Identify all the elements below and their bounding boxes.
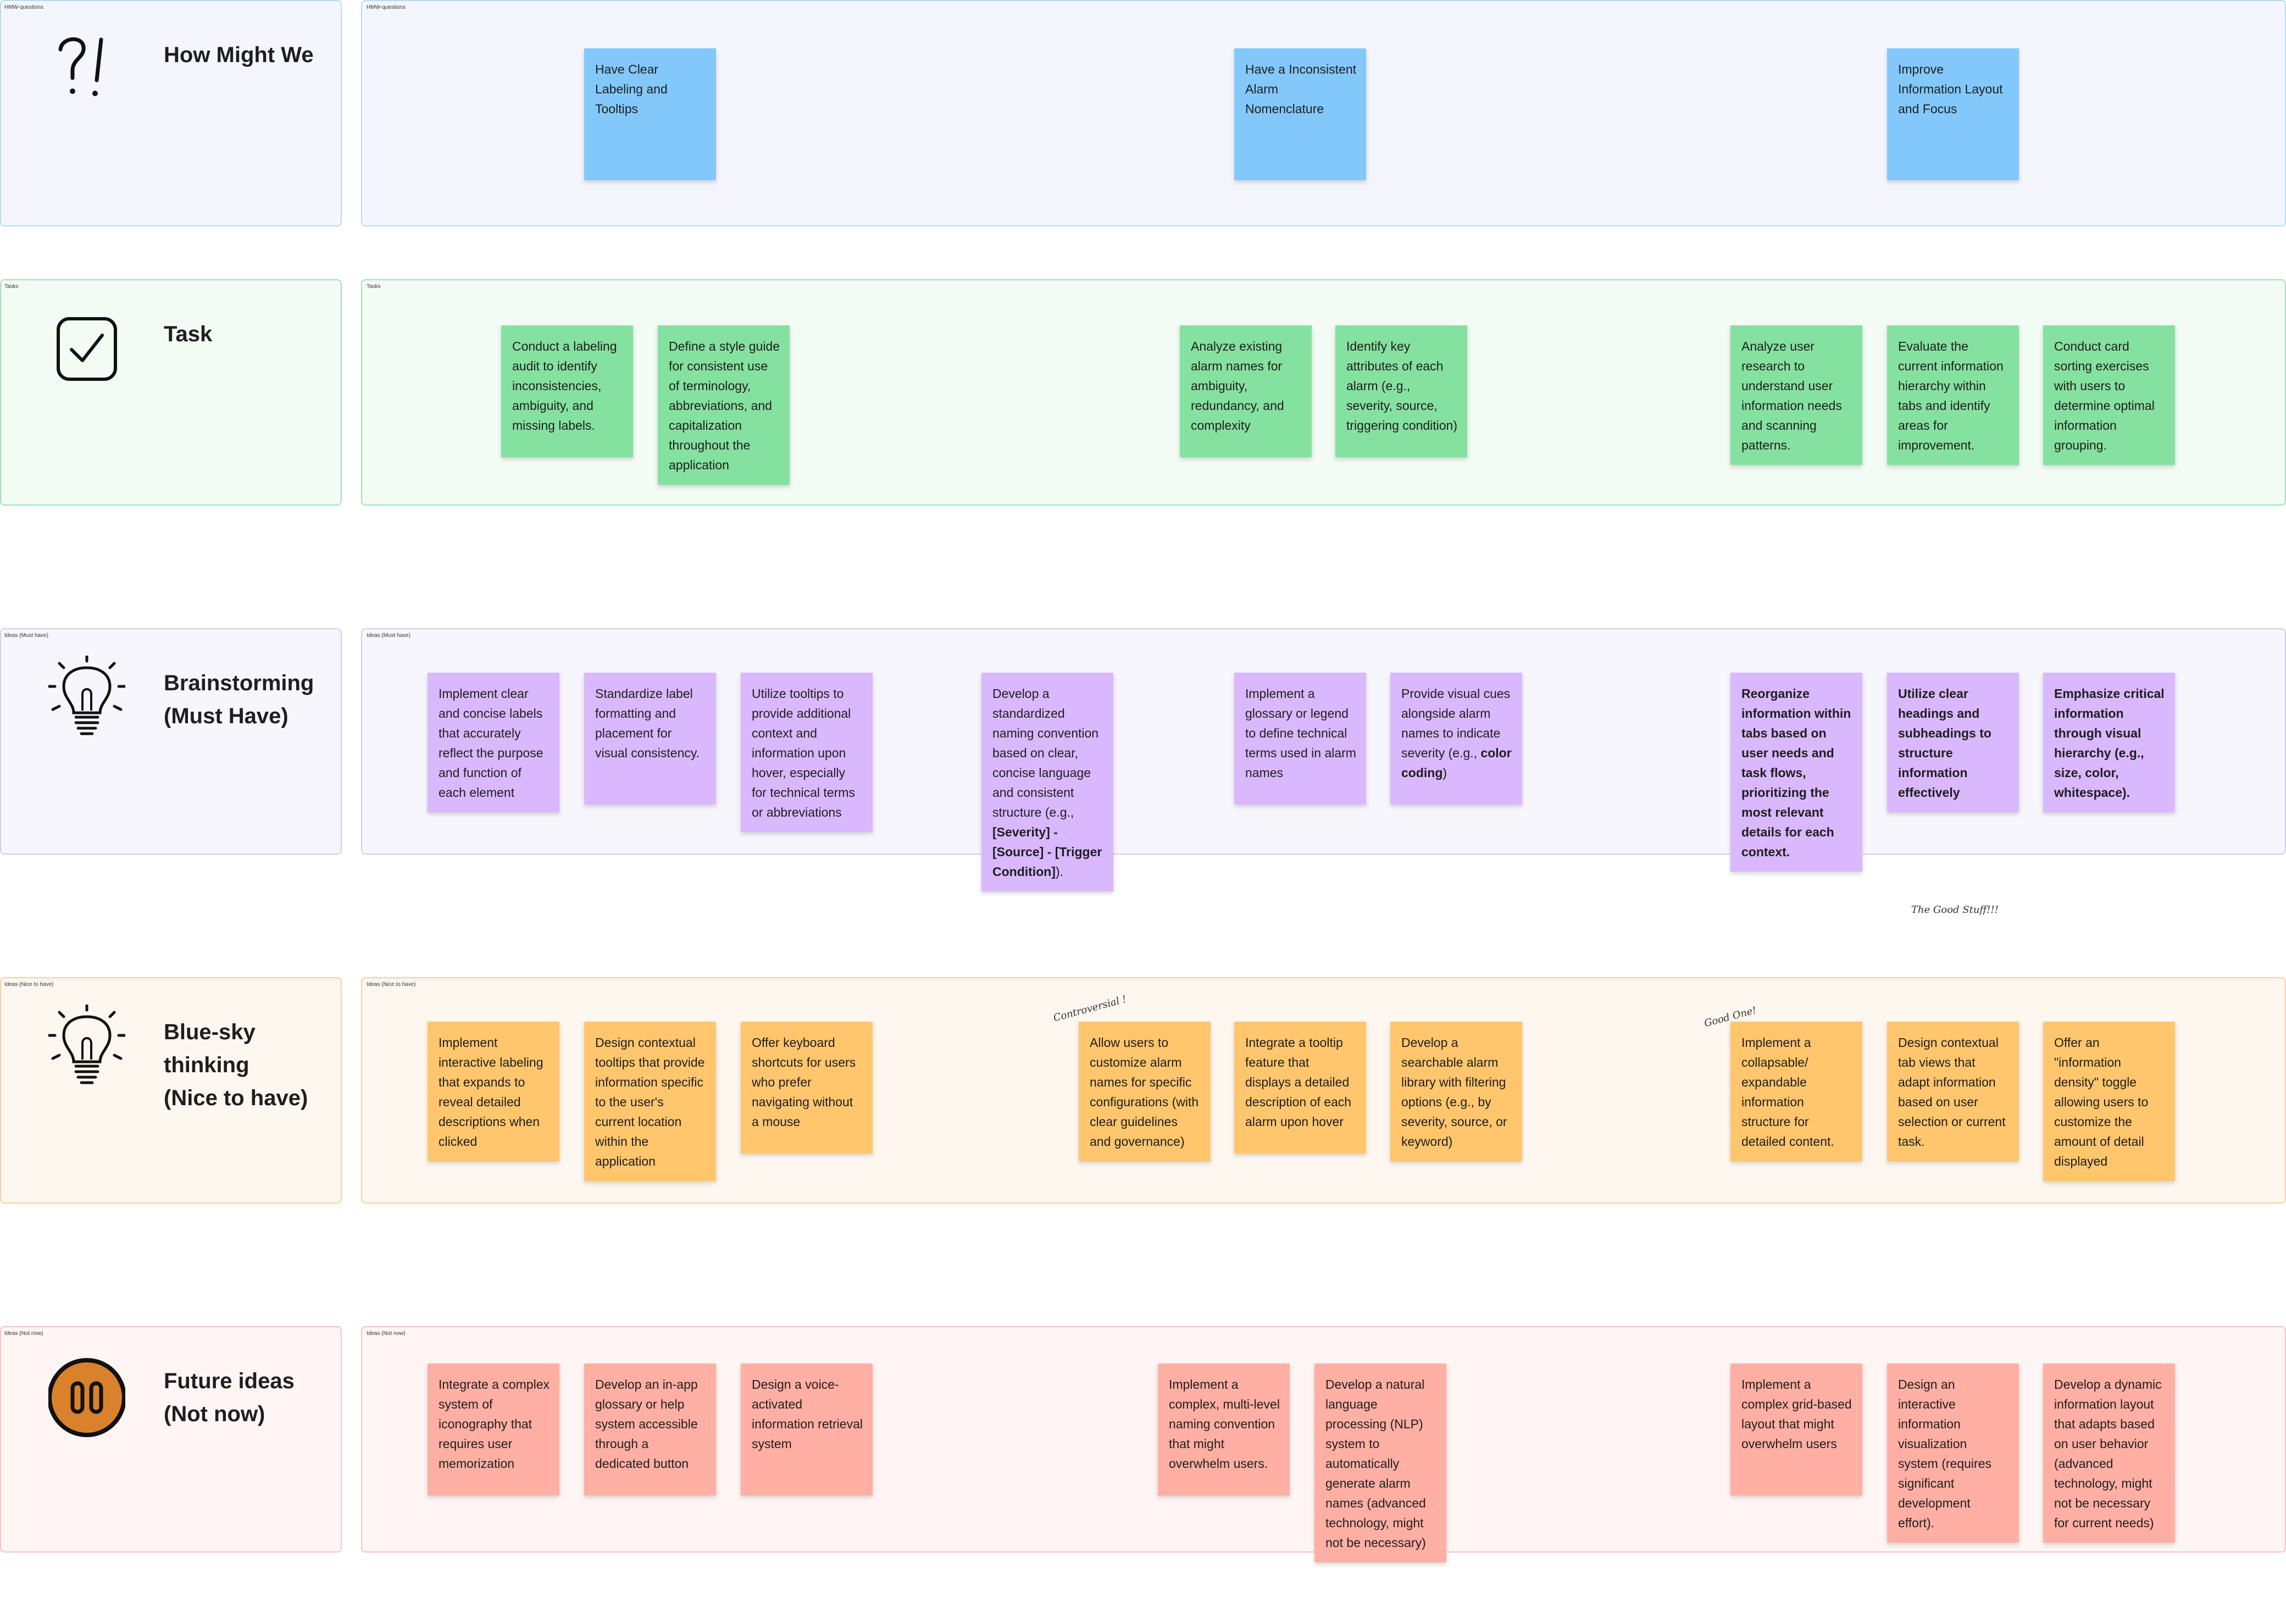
sticky-text-segment: [Severity] - [Source] - [Trigger Conditi… — [992, 825, 1102, 879]
sticky-note[interactable]: Utilize tooltips to provide additional c… — [741, 673, 873, 832]
row-title-line: Blue-sky — [164, 1020, 256, 1044]
frame-label: Ideas (Not now) — [367, 1331, 406, 1337]
sticky-note[interactable]: Allow users to customize alarm names for… — [1079, 1022, 1211, 1161]
row-title-line: Task — [164, 322, 213, 346]
sticky-note[interactable]: Standardize label formatting and placeme… — [584, 673, 716, 805]
sticky-note[interactable]: Utilize clear headings and subheadings t… — [1887, 673, 2019, 812]
sticky-note[interactable]: Analyze existing alarm names for ambigui… — [1180, 325, 1312, 457]
sticky-note[interactable]: Emphasize critical information through v… — [2043, 673, 2175, 812]
frame-label: HMW-questions — [367, 4, 406, 10]
sticky-note[interactable]: Implement a glossary or legend to define… — [1234, 673, 1366, 805]
sticky-note[interactable]: Improve Information Layout and Focus — [1887, 48, 2019, 180]
row-title-line: Future ideas — [164, 1369, 295, 1393]
frame-left-2[interactable] — [0, 628, 342, 855]
sticky-text-segment: ). — [1055, 864, 1064, 879]
sticky-note[interactable]: Develop an in-app glossary or help syste… — [584, 1364, 716, 1495]
row-title-line: How Might We — [164, 43, 314, 67]
sticky-note[interactable]: Design an interactive information visual… — [1887, 1364, 2019, 1543]
row-title: How Might We — [164, 38, 314, 71]
sticky-note[interactable]: Define a style guide for consistent use … — [658, 325, 790, 485]
sticky-note[interactable]: Implement clear and concise labels that … — [428, 673, 559, 812]
sticky-note[interactable]: Identify key attributes of each alarm (e… — [1335, 325, 1467, 457]
sticky-note[interactable]: Have Clear Labeling and Tooltips — [584, 48, 716, 180]
frame-label: Ideas (Nice to have) — [4, 982, 54, 988]
frame-left-0[interactable] — [0, 0, 342, 226]
frame-left-1[interactable] — [0, 279, 342, 506]
frame-label: Tasks — [4, 284, 19, 290]
frame-label: Ideas (Not now) — [4, 1331, 43, 1337]
sticky-note[interactable]: Conduct card sorting exercises with user… — [2043, 325, 2175, 465]
pause-icon — [47, 1354, 126, 1442]
sticky-note[interactable]: Analyze user research to understand user… — [1730, 325, 1862, 465]
sticky-note[interactable]: Offer keyboard shortcuts for users who p… — [741, 1022, 873, 1154]
sticky-note[interactable]: Reorganize information within tabs based… — [1730, 673, 1862, 872]
sticky-note[interactable]: Provide visual cues alongside alarm name… — [1390, 673, 1522, 805]
sticky-note[interactable]: Integrate a tooltip feature that display… — [1234, 1022, 1366, 1154]
frame-label: Ideas (Must have) — [367, 633, 411, 639]
sticky-note[interactable]: Evaluate the current information hierarc… — [1887, 325, 2019, 465]
row-title-line: (Must Have) — [164, 704, 288, 728]
lightbulb-icon — [47, 1003, 127, 1093]
row-title-line: Brainstorming — [164, 671, 314, 695]
sticky-note[interactable]: Implement a complex grid-based layout th… — [1730, 1364, 1862, 1495]
frame-label: Tasks — [367, 284, 381, 290]
row-title: Task — [164, 318, 212, 351]
frame-left-4[interactable] — [0, 1326, 342, 1553]
sticky-text-segment: ) — [1442, 766, 1447, 780]
lightbulb-icon — [47, 654, 127, 744]
sticky-note[interactable]: Design a voice-activated information ret… — [741, 1364, 873, 1495]
frame-label: Ideas (Must have) — [4, 633, 49, 639]
sticky-note[interactable]: Have a Inconsistent Alarm Nomenclature — [1234, 48, 1366, 180]
frame-left-3[interactable] — [0, 977, 342, 1204]
row-title: Blue-sky thinking (Nice to have) — [164, 1016, 308, 1115]
sticky-note[interactable]: Develop a standardized naming convention… — [981, 673, 1113, 891]
sticky-note[interactable]: Offer an "information density" toggle al… — [2043, 1022, 2175, 1181]
row-title-line: (Not now) — [164, 1402, 265, 1426]
sticky-text-segment: Develop a standardized naming convention… — [992, 686, 1099, 819]
sticky-note[interactable]: Design contextual tab views that adapt i… — [1887, 1022, 2019, 1161]
sticky-text-segment: Provide visual cues alongside alarm name… — [1401, 686, 1511, 760]
sticky-note[interactable]: Conduct a labeling audit to identify inc… — [501, 325, 633, 457]
checkbox-icon — [48, 307, 125, 395]
sticky-note[interactable]: Develop a natural language processing (N… — [1314, 1364, 1446, 1562]
row-title-line: (Nice to have) — [164, 1086, 308, 1110]
sticky-note[interactable]: Implement interactive labeling that expa… — [428, 1022, 559, 1161]
sticky-note[interactable]: Develop a dynamic information layout tha… — [2043, 1364, 2175, 1543]
frame-label: Ideas (Nice to have) — [367, 982, 416, 988]
row-title: Future ideas (Not now) — [164, 1365, 295, 1431]
sticky-text-segment: color coding — [1401, 746, 1512, 780]
sticky-note[interactable]: Design contextual tooltips that provide … — [584, 1022, 716, 1181]
row-title-line: thinking — [164, 1053, 249, 1077]
question-exclamation-icon — [48, 27, 125, 115]
sticky-note[interactable]: Develop a searchable alarm library with … — [1390, 1022, 1522, 1161]
sticky-note[interactable]: Integrate a complex system of iconograph… — [428, 1364, 559, 1495]
sticky-note[interactable]: Implement a collapsable/ expandable info… — [1730, 1022, 1862, 1161]
annotation-text: The Good Stuff!!! — [1911, 904, 1999, 916]
frame-label: HMW-questions — [4, 4, 43, 10]
sticky-note[interactable]: Implement a complex, multi-level naming … — [1158, 1364, 1290, 1495]
row-title: Brainstorming (Must Have) — [164, 667, 314, 733]
